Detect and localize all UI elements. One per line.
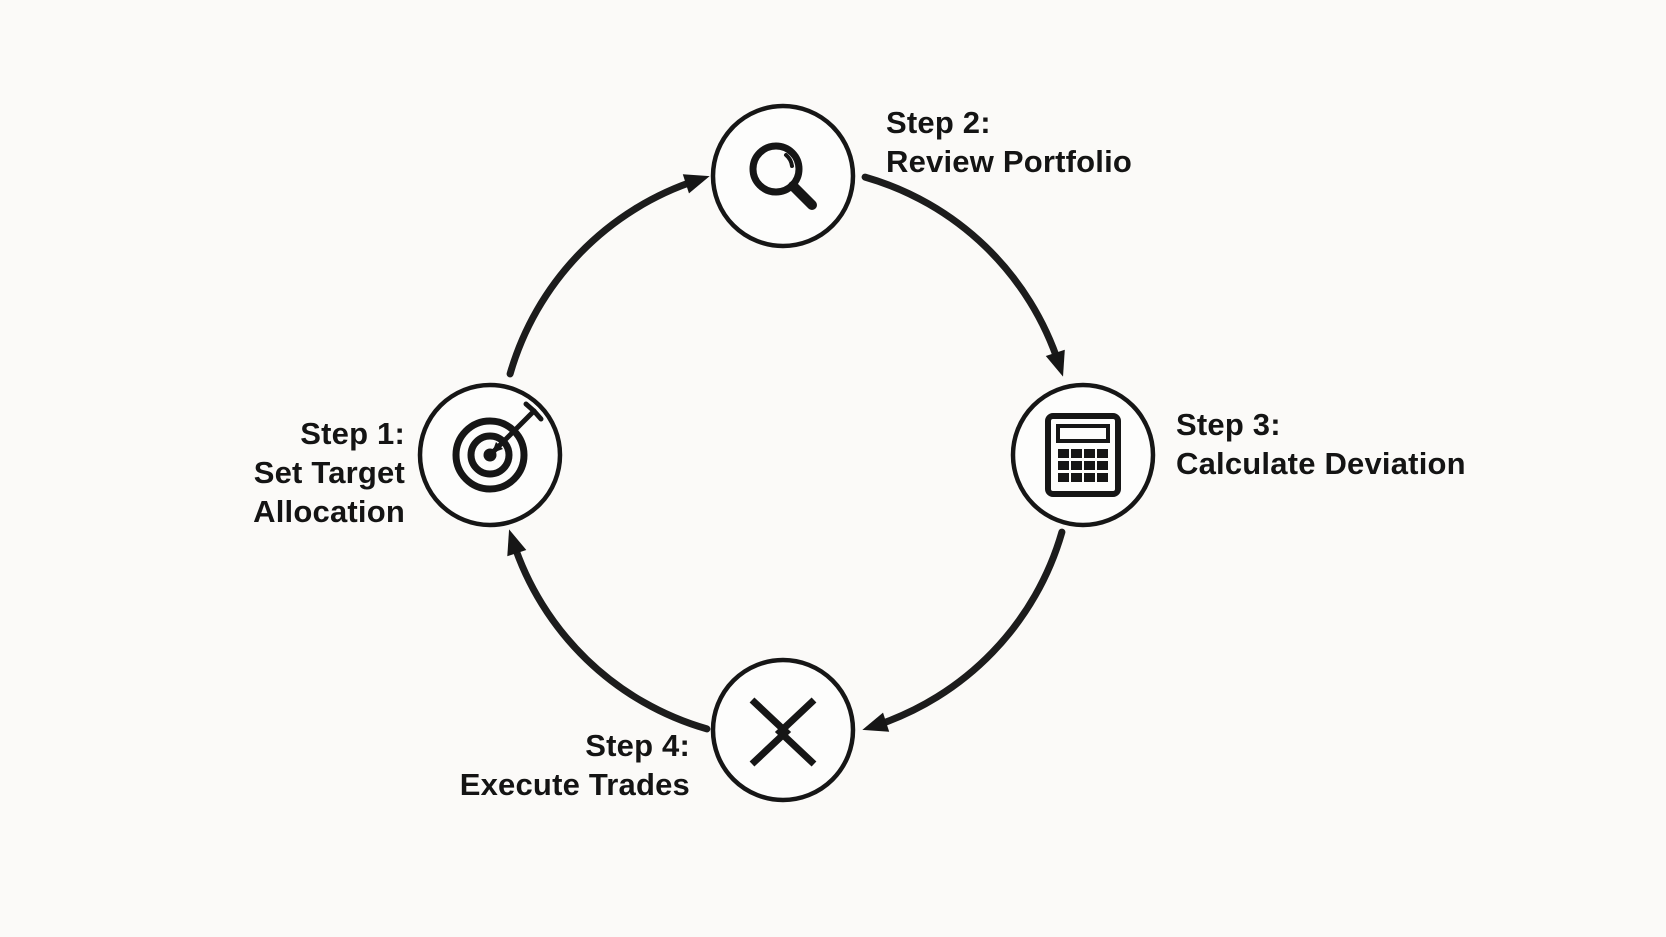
arrow-step4-to-step1 <box>507 529 711 733</box>
step-nodes <box>417 103 1156 803</box>
step2-title: Step 2: <box>886 105 991 140</box>
step1-desc-line2: Allocation <box>253 494 405 529</box>
shuffle-icon-right-chevron <box>749 697 792 767</box>
step4-title: Step 4: <box>585 728 690 763</box>
step4-label: Step 4: Execute Trades <box>340 726 690 804</box>
step1-title: Step 1: <box>300 416 405 451</box>
step3-desc-line1: Calculate Deviation <box>1176 446 1466 481</box>
arrow-step3-to-step4 <box>862 528 1066 732</box>
step2-label: Step 2: Review Portfolio <box>886 103 1306 181</box>
cycle-arrows <box>506 173 1066 733</box>
step2-node-circle <box>710 103 856 249</box>
magnifier-icon <box>749 142 817 210</box>
arrow-step2-to-step3 <box>861 173 1065 377</box>
step1-label: Step 1: Set Target Allocation <box>105 414 405 531</box>
arrow-step1-to-step2 <box>506 174 710 378</box>
step3-title: Step 3: <box>1176 407 1281 442</box>
calculator-icon <box>1045 413 1121 497</box>
shuffle-icon <box>749 697 817 767</box>
step1-desc-line1: Set Target <box>253 455 405 490</box>
shuffle-icon-left-chevron <box>774 697 817 767</box>
step2-desc-line1: Review Portfolio <box>886 144 1133 179</box>
step3-label: Step 3: Calculate Deviation <box>1176 405 1616 483</box>
target-icon <box>452 401 544 493</box>
step4-desc-line1: Execute Trades <box>459 767 690 802</box>
